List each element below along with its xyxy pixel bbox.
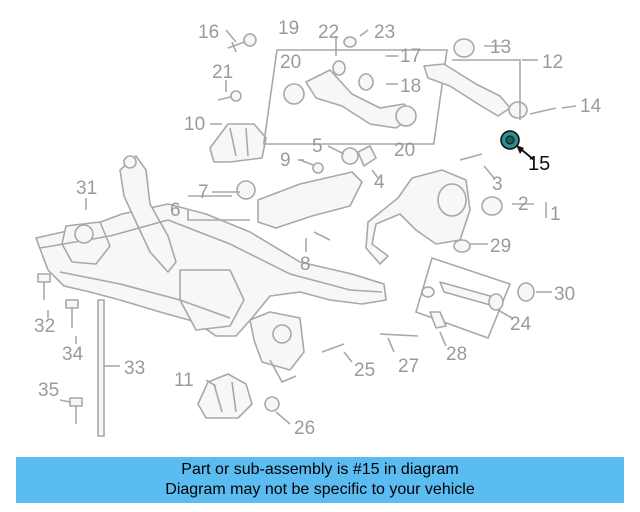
footer-line-1: Part or sub-assembly is #15 in diagram — [181, 461, 459, 478]
callout-7: 7 — [198, 182, 209, 203]
callout-11: 11 — [174, 370, 194, 391]
callout-24: 24 — [510, 314, 532, 335]
callout-8: 8 — [300, 254, 311, 275]
callout-5: 5 — [312, 136, 323, 157]
callout-18: 18 — [400, 76, 421, 97]
callout-22: 22 — [318, 22, 339, 43]
callout-4: 4 — [374, 172, 385, 193]
callout-12: 12 — [542, 52, 563, 73]
highlighted-part-15[interactable] — [500, 130, 535, 161]
callout-3: 3 — [492, 174, 503, 195]
mount-11 — [197, 373, 253, 419]
footer-line-2: Diagram may not be specific to your vehi… — [165, 481, 475, 498]
callout-6: 6 — [170, 200, 181, 221]
callout-29: 29 — [490, 236, 511, 257]
leader-lines — [47, 29, 577, 425]
callout-25: 25 — [354, 360, 375, 381]
callout-14: 14 — [580, 96, 602, 117]
callout-27: 27 — [398, 356, 419, 377]
callout-20a: 20 — [280, 52, 301, 73]
mount-10 — [209, 123, 267, 163]
callout-20b: 20 — [394, 140, 415, 161]
control-arm-6 — [236, 171, 363, 229]
parts-diagram: 1 2 3 4 5 6 7 8 9 10 11 12 13 14 15 16 1… — [34, 18, 602, 439]
callout-23: 23 — [374, 22, 395, 43]
callout-34: 34 — [62, 344, 84, 365]
callout-1: 1 — [550, 204, 561, 225]
footer-banner: Part or sub-assembly is #15 in diagram D… — [16, 457, 624, 503]
callout-17: 17 — [400, 46, 421, 67]
callout-16: 16 — [198, 22, 219, 43]
callout-26: 26 — [294, 418, 315, 439]
callout-19: 19 — [278, 18, 299, 39]
callout-9: 9 — [280, 150, 291, 171]
callout-32: 32 — [34, 316, 55, 337]
callout-2: 2 — [518, 194, 529, 215]
callout-10: 10 — [184, 114, 205, 135]
knuckle — [365, 169, 503, 265]
callout-21: 21 — [212, 62, 233, 83]
lower-arm-12 — [423, 38, 528, 120]
rear-subframe — [35, 155, 387, 384]
callout-31: 31 — [76, 178, 97, 199]
callout-labels: 1 2 3 4 5 6 7 8 9 10 11 12 13 14 15 16 1… — [34, 18, 602, 439]
callout-28: 28 — [446, 344, 467, 365]
callout-30: 30 — [554, 284, 575, 305]
callout-13: 13 — [490, 37, 511, 58]
callout-35: 35 — [38, 380, 59, 401]
callout-33: 33 — [124, 358, 145, 379]
small-hardware — [37, 33, 557, 437]
upper-arm-19 — [262, 49, 448, 145]
toe-link-24 — [415, 256, 535, 340]
callout-15: 15 — [528, 153, 550, 175]
